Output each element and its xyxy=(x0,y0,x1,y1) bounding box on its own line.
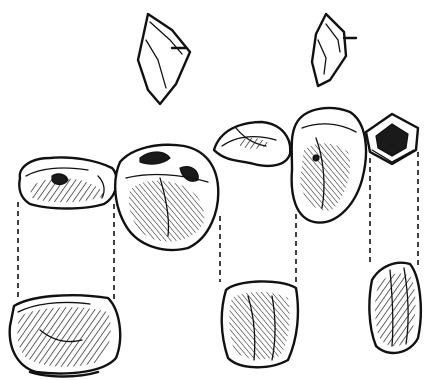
crown-side-2 xyxy=(222,281,298,367)
crown-occlusal-5 xyxy=(366,114,418,164)
crown-occlusal-3 xyxy=(214,122,290,166)
crown-side-3 xyxy=(369,263,420,353)
profile-diagram-right xyxy=(312,14,356,86)
crown-occlusal-4 xyxy=(292,108,366,223)
crown-side-1 xyxy=(10,295,120,376)
profile-diagram-left xyxy=(138,14,190,104)
crown-occlusal-2 xyxy=(115,145,218,250)
crown-occlusal-1 xyxy=(19,157,116,208)
